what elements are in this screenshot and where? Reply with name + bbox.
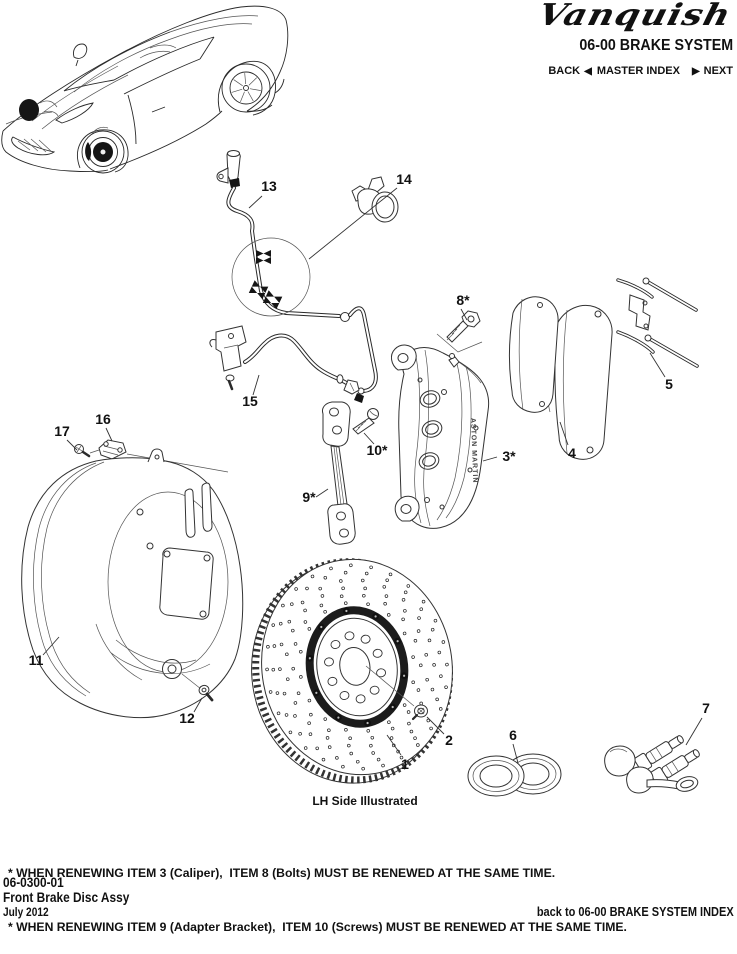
- callout-label-5: 5: [665, 376, 673, 392]
- callout-label-14: 14: [396, 171, 412, 187]
- document-date: July 2012: [3, 907, 49, 919]
- callout-label-1: 1: [401, 756, 409, 772]
- screw-part-12: [198, 684, 214, 702]
- callout-label-11: 11: [29, 652, 44, 668]
- clip-part-16: [98, 439, 229, 473]
- section-title: 06-00 BRAKE SYSTEM: [579, 37, 733, 54]
- note-line-2: * WHEN RENEWING ITEM 9 (Adapter Bracket)…: [8, 920, 627, 934]
- nav-next-link[interactable]: NEXT: [703, 65, 733, 77]
- callout-label-9: 9*: [302, 489, 316, 505]
- index-back-link[interactable]: back to 06-00 BRAKE SYSTEM INDEX: [537, 905, 734, 919]
- screw-part-10: [352, 408, 379, 435]
- lug-holes: [324, 631, 387, 704]
- detail-circle: [231, 237, 311, 317]
- screw-part-17: [74, 444, 100, 458]
- callout-label-4: 4: [568, 445, 576, 461]
- callout-label-16: 16: [95, 411, 111, 427]
- bolt-part-8: [436, 310, 483, 353]
- document-title: Front Brake Disc Assy: [3, 890, 130, 905]
- diagram-caption: LH Side Illustrated: [312, 794, 418, 808]
- car-illustration: [1, 5, 289, 174]
- caliper-part-3: ASTON MARTIN: [390, 344, 490, 529]
- washers-part-6: [467, 753, 562, 797]
- note-line-1: * WHEN RENEWING ITEM 3 (Caliper), ITEM 8…: [8, 866, 556, 880]
- nav-back-link[interactable]: BACK: [548, 65, 581, 77]
- brake-disc-part-1: [251, 558, 454, 784]
- callout-label-13: 13: [261, 178, 277, 194]
- document-number: 06-0300-01: [3, 875, 64, 890]
- hub-bolts: [306, 607, 408, 727]
- callout-leaders: [42, 187, 703, 764]
- callout-label-8: 8*: [456, 292, 470, 308]
- callout-label-7: 7: [702, 700, 710, 716]
- exploded-diagram: ASTON MARTIN: [1, 5, 711, 797]
- callout-labels: 1 2 3* 4 5 6 7 8* 9* 10* 11 12 13 14 15 …: [29, 171, 711, 772]
- caliper-brand-text: ASTON MARTIN: [469, 418, 478, 484]
- screw-part-2: [411, 704, 428, 721]
- dust-shield-part-11: [21, 448, 244, 719]
- nav-master-index-link[interactable]: MASTER INDEX: [596, 65, 680, 77]
- callout-label-10: 10*: [366, 442, 388, 458]
- adapter-bracket-part-9: [322, 401, 356, 545]
- bleed-screws-part-7: [604, 735, 700, 794]
- callout-label-2: 2: [445, 732, 453, 748]
- hose-bracket-part-15: [209, 325, 360, 395]
- callout-label-3: 3*: [502, 448, 516, 464]
- connector-part-14: [351, 176, 399, 223]
- callout-label-15: 15: [242, 393, 258, 409]
- brake-pipe-part-13: [216, 150, 378, 403]
- pipe-clips: [248, 250, 283, 310]
- drilled-holes: [265, 563, 449, 771]
- callout-label-17: 17: [54, 423, 70, 439]
- callout-label-6: 6: [509, 727, 517, 743]
- back-arrow-icon[interactable]: ◀: [584, 65, 592, 77]
- callout-label-12: 12: [179, 710, 195, 726]
- brake-pads-part-4: [508, 296, 613, 460]
- page-navigation: BACK ◀ MASTER INDEX ▶ NEXT: [548, 65, 733, 77]
- next-arrow-icon[interactable]: ▶: [691, 65, 700, 77]
- retaining-pins-part-5: [616, 277, 699, 368]
